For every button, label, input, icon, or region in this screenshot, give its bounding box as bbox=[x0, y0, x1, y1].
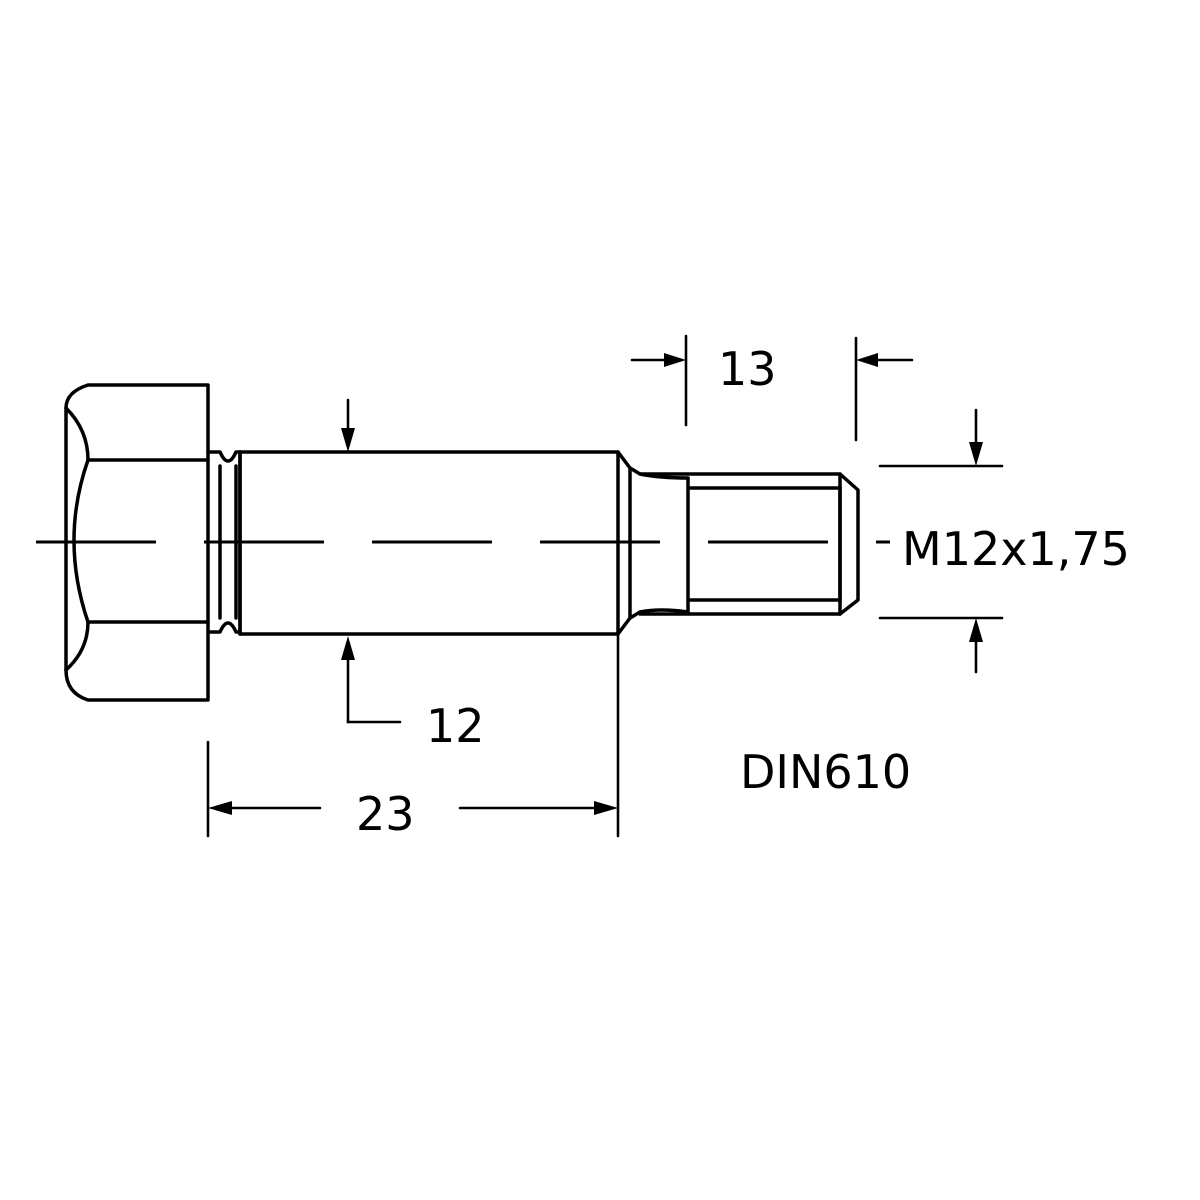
hex-head-upper-curve bbox=[64, 406, 90, 462]
standard-designation: DIN610 bbox=[740, 745, 911, 799]
thread-chamfer bbox=[838, 472, 860, 616]
dim-shank-diameter: 12 bbox=[341, 398, 485, 753]
dim-thread-arrow-top bbox=[969, 442, 983, 466]
dim-12-arrow-bottom bbox=[341, 636, 355, 660]
dim-thread-length: 13 bbox=[630, 334, 914, 442]
dim-13-arrow-left bbox=[664, 353, 686, 367]
dim-13-arrow-right bbox=[856, 353, 878, 367]
dim-23-arrow-left bbox=[208, 801, 232, 815]
neck-upper-groove bbox=[206, 450, 242, 463]
dim-thread-arrow-bottom bbox=[969, 618, 983, 642]
dim-shank-diameter-label: 12 bbox=[426, 699, 485, 753]
dim-23-arrow-right bbox=[594, 801, 618, 815]
hex-head-lower-curve bbox=[64, 620, 90, 672]
thread-section bbox=[628, 466, 860, 620]
dim-shank-length: 23 bbox=[206, 634, 620, 841]
dim-shank-length-label: 23 bbox=[356, 787, 415, 841]
dim-12-arrow-top bbox=[341, 428, 355, 452]
dim-thread-spec-label: M12x1,75 bbox=[902, 522, 1130, 576]
thread-runout-lower bbox=[628, 608, 690, 620]
hex-head bbox=[64, 383, 210, 702]
dim-thread-spec: M12x1,75 bbox=[878, 408, 1130, 674]
neck-lower-groove bbox=[206, 621, 242, 634]
dim-thread-length-label: 13 bbox=[718, 342, 777, 396]
